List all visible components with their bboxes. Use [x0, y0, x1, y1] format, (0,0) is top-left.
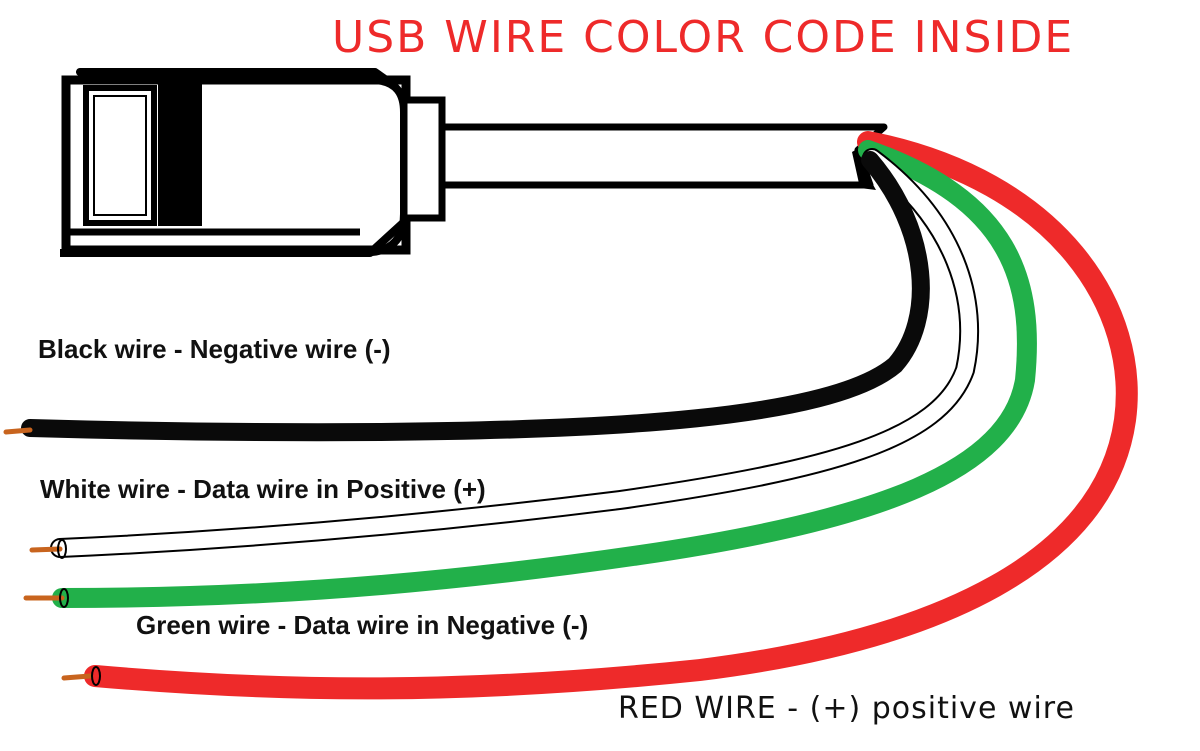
wire-white	[29, 148, 980, 559]
white-wire-label: White wire - Data wire in Positive (+)	[40, 474, 486, 504]
white-wire-copper-tip	[29, 546, 63, 553]
wire-red	[61, 131, 1138, 700]
wire-green	[23, 140, 1037, 608]
black-wire-label: Black wire - Negative wire (-)	[38, 334, 391, 364]
black-wire-copper-tip	[3, 427, 33, 435]
red-wire-copper-tip	[61, 673, 93, 681]
usb-connector-icon	[60, 68, 888, 257]
wire-black	[3, 151, 930, 442]
red-wire-label: RED WIRE - (+) positive wire	[618, 691, 1075, 726]
green-wire-label: Green wire - Data wire in Negative (-)	[136, 610, 588, 640]
diagram-title: USB WIRE COLOR CODE INSIDE	[332, 12, 1074, 63]
